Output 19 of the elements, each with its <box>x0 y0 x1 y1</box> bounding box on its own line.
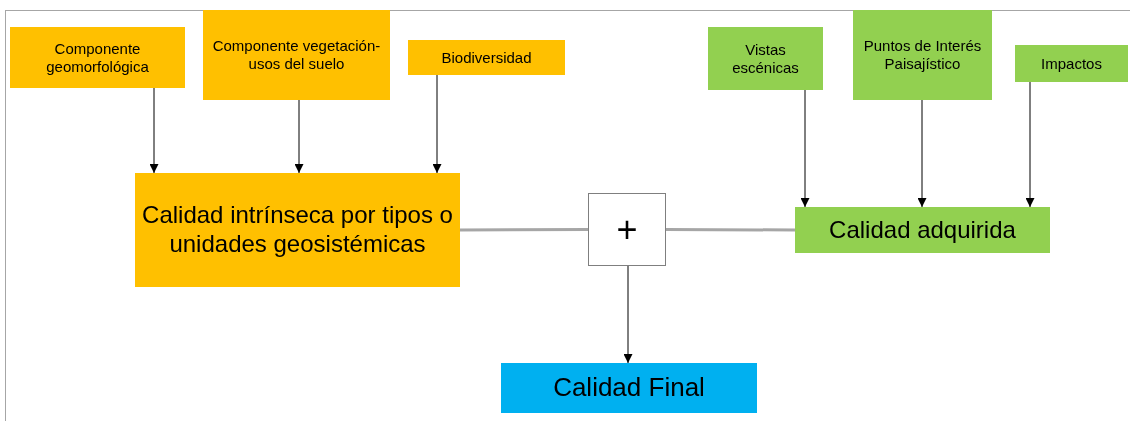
arrow <box>917 99 927 208</box>
process-box: Componente geomorfológica <box>10 27 185 88</box>
connector-line <box>666 228 795 232</box>
arrow <box>432 74 442 174</box>
process-box: Puntos de Interés Paisajístico <box>853 10 992 100</box>
process-box: Impactos <box>1015 45 1128 82</box>
connector-line <box>460 228 588 232</box>
process-box: Calidad Final <box>501 363 757 413</box>
process-box: Calidad adquirida <box>795 207 1050 253</box>
arrow <box>149 87 159 174</box>
arrow <box>800 89 810 208</box>
process-box: Vistas escénicas <box>708 27 823 90</box>
arrow <box>623 265 633 364</box>
process-box: Calidad intrínseca por tipos o unidades geosistémicas <box>135 173 460 287</box>
process-box: Componente vegetación-usos del suelo <box>203 10 390 100</box>
arrow <box>1025 81 1035 208</box>
operator-box: + <box>588 193 666 266</box>
process-box: Biodiversidad <box>408 40 565 75</box>
arrow <box>294 99 304 174</box>
